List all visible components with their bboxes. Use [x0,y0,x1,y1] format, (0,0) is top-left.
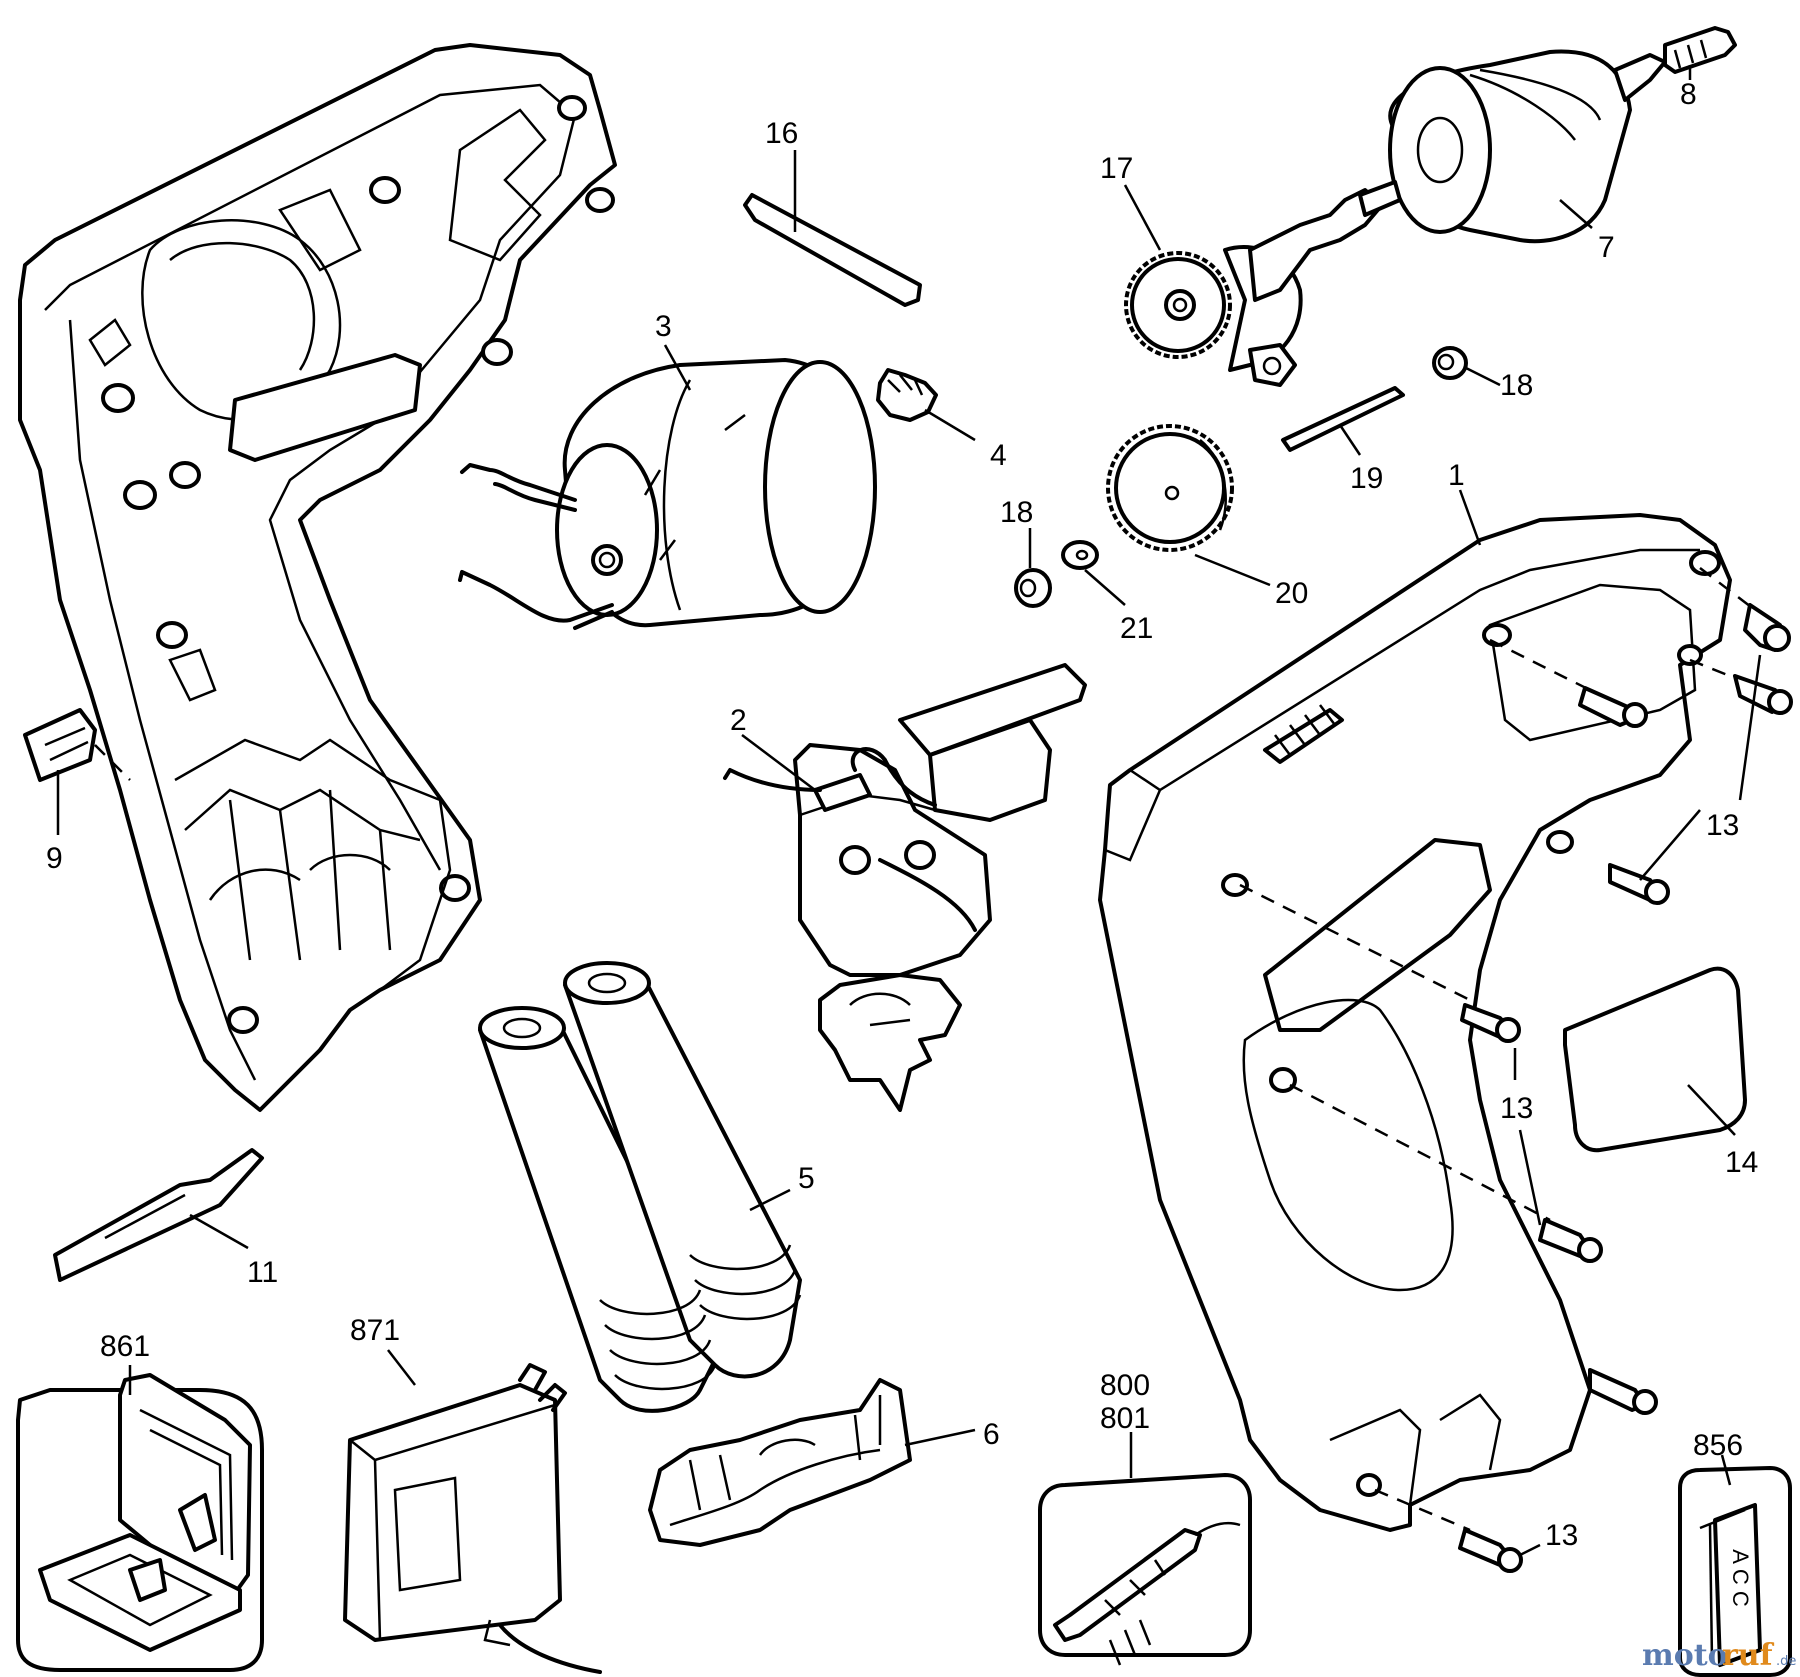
part-20-gear: 20 [1106,424,1308,610]
callout-5: 5 [798,1162,815,1195]
part-21-washer: 21 [1061,540,1153,645]
part-4-pinion: 4 [876,368,1007,472]
part-800-801-bit-holder: 800 801 [1038,1369,1252,1666]
part-8-screw: 8 [1663,26,1737,111]
callout-18-lower: 18 [1000,496,1033,529]
callout-20: 20 [1275,577,1308,610]
callout-800: 800 [1100,1369,1150,1402]
card-text: A C C [1728,1549,1753,1607]
callout-861: 861 [100,1330,150,1363]
callout-17: 17 [1100,152,1133,185]
part-856-label-card: A C C 856 [1678,1429,1792,1677]
callout-6: 6 [983,1418,1000,1451]
callout-18-upper: 18 [1500,369,1533,402]
callout-2: 2 [730,704,747,737]
callout-13-bottom: 13 [1545,1519,1578,1552]
part-7-chuck: 7 [1388,49,1667,264]
part-16-strip: 16 [743,117,922,307]
callout-1: 1 [1448,459,1465,492]
callout-16: 16 [765,117,798,150]
callout-4: 4 [990,439,1007,472]
callout-8: 8 [1680,78,1697,111]
part-9-clip: 9 [23,708,131,875]
callout-21: 21 [1120,612,1153,645]
callout-7: 7 [1598,231,1615,264]
part-13-screws: 13 13 13 13 [1239,567,1793,1573]
part-3-motor: 3 [458,310,877,630]
part-18-bushing-lower: 18 [1000,496,1052,608]
callout-19: 19 [1350,462,1383,495]
svg-text:moto: moto [1642,1638,1728,1673]
callout-801: 801 [1100,1402,1150,1435]
part-6-battery-holder: 6 [648,1378,1000,1547]
callout-856: 856 [1693,1429,1743,1462]
callout-13-top: 13 [1706,809,1739,842]
callout-871: 871 [350,1314,400,1347]
callout-13-middle: 13 [1500,1092,1533,1125]
part-11-bit: 11 [53,1148,278,1289]
callout-11: 11 [247,1256,278,1289]
part-17-spindle-gear: 17 [1100,152,1402,387]
part-1-right-housing: 1 [1098,459,1732,1532]
part-5-batteries: 5 [478,961,815,1413]
callout-3: 3 [655,310,672,343]
part-2-switch: 2 [723,663,1087,1112]
left-housing-half [18,43,617,1112]
svg-text:ruf: ruf [1722,1638,1775,1673]
part-14-label-plate: 14 [1563,966,1758,1179]
watermark-logo: moto ruf .de [1642,1638,1796,1673]
part-19-pin: 19 [1281,386,1405,495]
svg-text:.de: .de [1776,1654,1796,1669]
callout-9: 9 [46,842,63,875]
part-18-bushing-upper: 18 [1432,346,1533,402]
part-861-case: 861 [16,1330,264,1672]
part-871-charger: 871 [343,1314,602,1674]
callout-14: 14 [1725,1146,1758,1179]
